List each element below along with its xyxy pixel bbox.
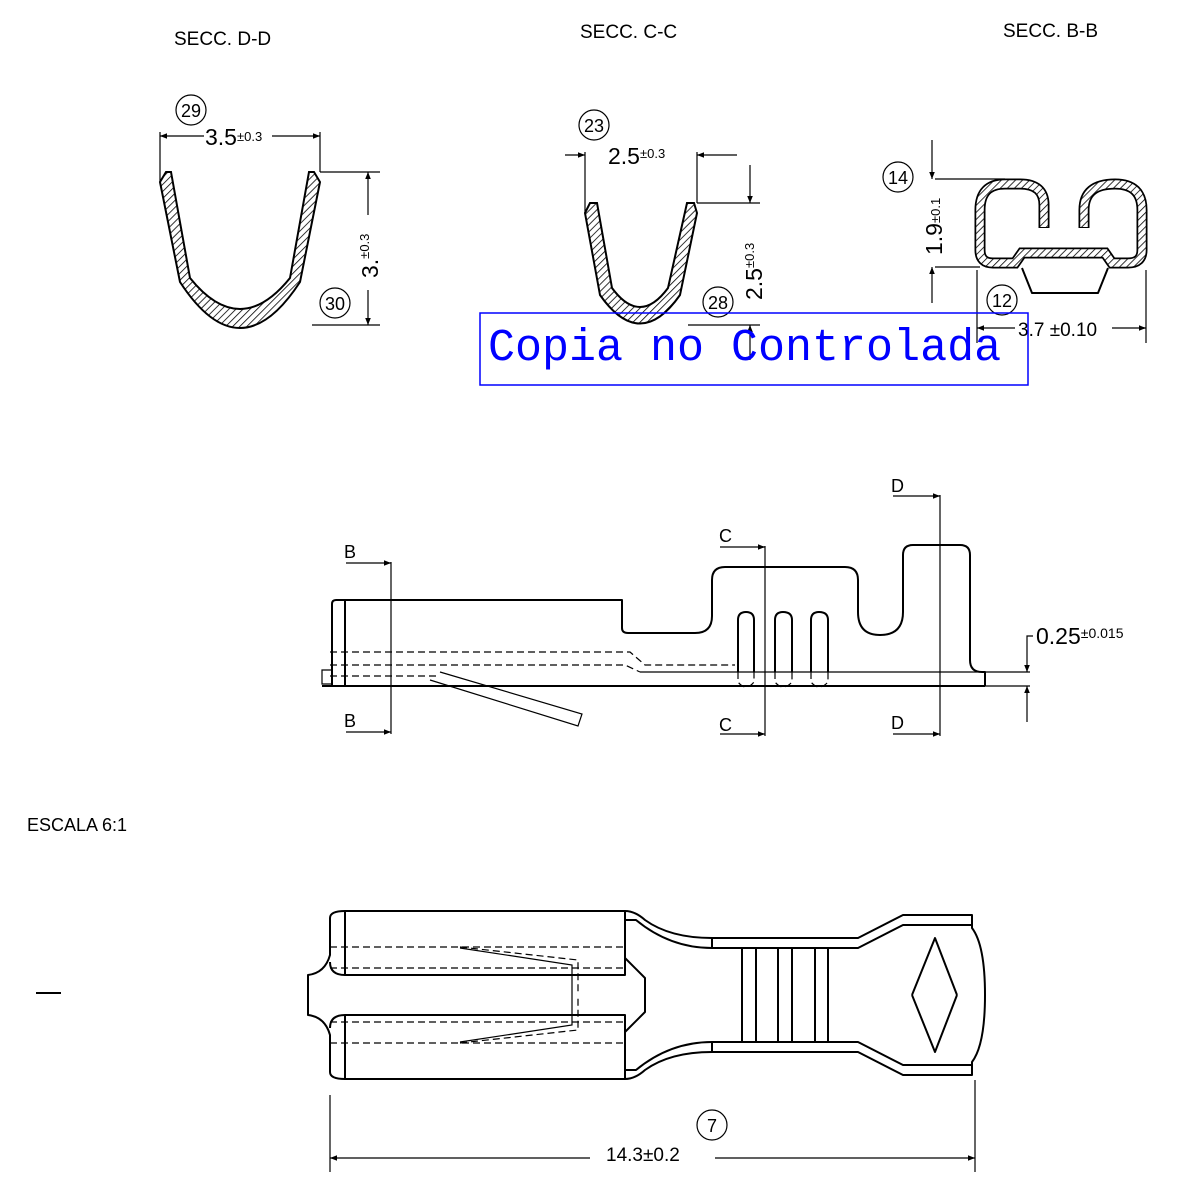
svg-text:12: 12 (992, 291, 1012, 311)
svg-text:14: 14 (888, 168, 908, 188)
watermark-stamp: Copia no Controlada (479, 312, 1029, 386)
svg-text:7: 7 (707, 1116, 717, 1136)
svg-text:C: C (719, 526, 732, 546)
height-dimension: 1.9±0.1 (921, 198, 947, 255)
svg-text:D: D (891, 476, 904, 496)
svg-text:B: B (344, 542, 356, 562)
balloon-7: 7 (696, 1109, 728, 1141)
cut-line-c: C C (719, 526, 766, 737)
section-title: SECC. C-C (580, 22, 677, 43)
section-title: SECC. B-B (1003, 21, 1098, 42)
width-dimension: 3.5±0.3 (205, 124, 262, 150)
section-d-d: SECC. D-D 3.5±0.3 29 3.±0.3 30 (158, 29, 383, 329)
section-b-b: SECC. B-B 1.9±0.1 14 12 3.7 ±0.10 (882, 21, 1148, 343)
top-view: 14.3±0.2 7 (307, 910, 986, 1172)
length-dimension: 14.3±0.2 (329, 1080, 976, 1172)
balloon-14: 14 (882, 161, 914, 193)
svg-text:30: 30 (325, 294, 345, 314)
svg-text:29: 29 (181, 101, 201, 121)
width-dimension: 3.7 ±0.10 (1018, 320, 1097, 341)
balloon-28: 28 (702, 286, 734, 318)
svg-text:23: 23 (584, 116, 604, 136)
svg-text:B: B (344, 711, 356, 731)
tab-outline (1021, 267, 1109, 294)
scale-label: ESCALA 6:1 (27, 815, 127, 835)
svg-text:0.25±0.015: 0.25±0.015 (1036, 623, 1124, 649)
side-view: B B C C D D 0.25±0.015 (321, 476, 1124, 737)
balloon-29: 29 (175, 94, 207, 126)
cut-line-b: B B (344, 542, 392, 735)
section-profile (583, 202, 699, 325)
height-dimension: 2.5±0.3 (741, 243, 767, 300)
balloon-23: 23 (578, 109, 610, 141)
svg-text:28: 28 (708, 293, 728, 313)
balloon-30: 30 (319, 287, 351, 319)
cut-line-d: D D (891, 476, 941, 737)
section-c-c: SECC. C-C 2.5±0.3 23 2.5±0.3 28 (565, 22, 767, 360)
section-profile (158, 171, 322, 329)
svg-text:14.3±0.2: 14.3±0.2 (606, 1145, 680, 1166)
balloon-12: 12 (986, 284, 1018, 316)
height-dimension: 3.±0.3 (357, 234, 383, 278)
section-title: SECC. D-D (174, 29, 271, 50)
thickness-dimension: 0.25±0.015 (985, 623, 1124, 722)
crimp-ribs (737, 611, 829, 688)
terminal-outline (322, 544, 986, 687)
svg-text:Copia no Controlada: Copia no Controlada (488, 323, 1001, 374)
svg-text:C: C (719, 715, 732, 735)
svg-text:D: D (891, 713, 904, 733)
width-dimension: 2.5±0.3 (608, 143, 665, 169)
